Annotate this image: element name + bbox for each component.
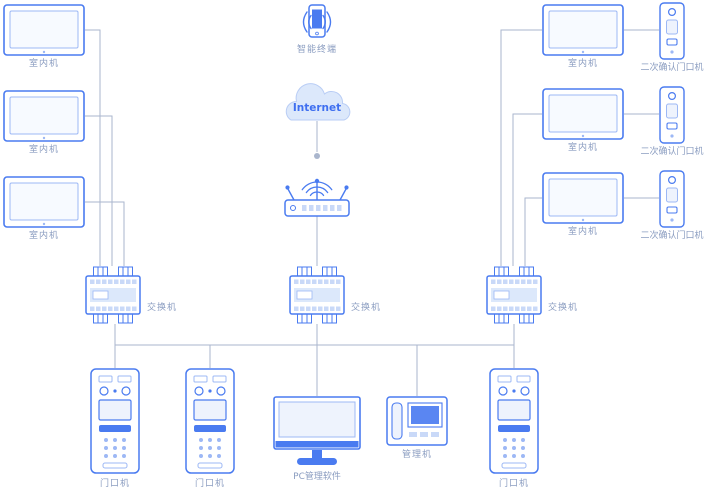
switch-icon <box>487 267 541 323</box>
wireless-link-dot <box>314 153 320 159</box>
monitor-icon <box>543 89 623 139</box>
secondary-door-panel-label: 二次确认门口机 <box>640 147 704 157</box>
monitor-icon <box>543 5 623 55</box>
secondary-door-panel-label: 二次确认门口机 <box>640 63 704 73</box>
management-station-label: 管理机 <box>401 450 432 460</box>
switch-label: 交换机 <box>548 303 579 313</box>
cloud-icon <box>285 83 351 121</box>
indoor-monitor-label: 室内机 <box>28 145 59 155</box>
monitor-icon <box>4 5 84 55</box>
monitor-icon <box>543 173 623 223</box>
secondary-door-panel <box>659 2 685 60</box>
network-switch <box>85 266 141 324</box>
switch-label: 交换机 <box>351 303 382 313</box>
indoor-monitor <box>3 176 85 228</box>
door-station-label: 门口机 <box>194 479 225 489</box>
smart-terminal-label: 智能终端 <box>296 45 337 55</box>
door-station <box>489 368 539 474</box>
indoor-monitor <box>542 88 624 140</box>
internet-label: Internet <box>293 102 341 114</box>
door-station-icon <box>186 369 234 473</box>
door-station-label: 门口机 <box>99 479 130 489</box>
smartphone-icon <box>308 4 326 38</box>
indoor-monitor <box>3 90 85 142</box>
management-station <box>386 396 448 446</box>
indoor-monitor <box>542 172 624 224</box>
door-station-icon <box>490 369 538 473</box>
internet-cloud: Internet <box>279 80 355 128</box>
monitor-icon <box>4 177 84 227</box>
antenna-icon <box>285 178 349 201</box>
network-switch <box>486 266 542 324</box>
indoor-monitor-label: 室内机 <box>567 227 598 237</box>
switch-label: 交换机 <box>147 303 178 313</box>
door-panel-icon <box>660 171 684 227</box>
management-station-icon <box>386 396 448 446</box>
secondary-door-panel-label: 二次确认门口机 <box>640 231 704 241</box>
door-panel-icon <box>660 87 684 143</box>
pc-monitor <box>273 396 361 470</box>
network-switch <box>289 266 345 324</box>
indoor-monitor-label: 室内机 <box>567 143 598 153</box>
switch-icon <box>86 267 140 323</box>
indoor-monitor <box>3 4 85 56</box>
door-station <box>185 368 235 474</box>
indoor-monitor-label: 室内机 <box>28 231 59 241</box>
secondary-door-panel <box>659 86 685 144</box>
smartphone <box>285 3 349 43</box>
indoor-monitor-label: 室内机 <box>28 59 59 69</box>
indoor-monitor-label: 室内机 <box>567 59 598 69</box>
door-station-icon <box>91 369 139 473</box>
wifi-waves-icon <box>302 11 332 33</box>
wireless-router <box>282 166 352 218</box>
switch-icon <box>290 267 344 323</box>
monitor-icon <box>4 91 84 141</box>
indoor-monitor <box>542 4 624 56</box>
door-station-label: 门口机 <box>498 479 529 489</box>
pc-software-label: PC管理软件 <box>293 472 341 482</box>
pc-icon <box>273 396 361 465</box>
door-station <box>90 368 140 474</box>
door-panel-icon <box>660 3 684 59</box>
secondary-door-panel <box>659 170 685 228</box>
